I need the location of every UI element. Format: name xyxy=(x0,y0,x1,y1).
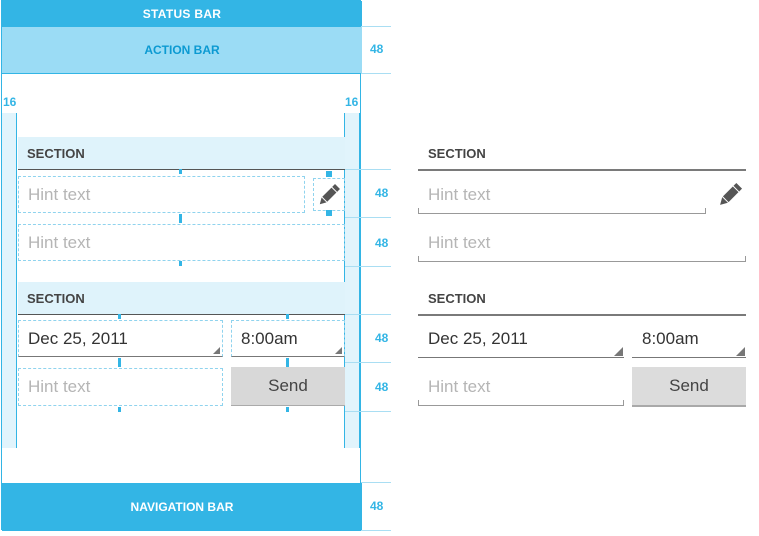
action-bar: ACTION BAR xyxy=(2,27,362,74)
guide-marker xyxy=(179,261,182,266)
date-value: Dec 25, 2011 xyxy=(28,328,128,348)
dimension-label: 48 xyxy=(375,380,389,394)
guide-line xyxy=(345,314,391,315)
status-bar: STATUS BAR xyxy=(2,1,362,27)
guide-line xyxy=(361,530,391,531)
keyline-right xyxy=(344,113,360,448)
hint-text: Hint text xyxy=(428,376,491,396)
spinner-indicator xyxy=(614,347,623,356)
guide-marker xyxy=(286,314,289,319)
time-spinner[interactable]: 8:00am xyxy=(632,320,746,358)
guide-line xyxy=(345,362,391,363)
guide-marker xyxy=(286,358,289,363)
hint-text-field[interactable]: Hint text xyxy=(18,224,345,261)
guide-marker xyxy=(326,171,332,177)
dimension-label: 48 xyxy=(375,331,389,345)
edit-button[interactable] xyxy=(714,178,746,211)
dimension-label: 48 xyxy=(375,186,389,200)
edit-button[interactable] xyxy=(313,178,345,211)
guide-line xyxy=(345,169,391,170)
device-frame: STATUS BAR ACTION BAR NAVIGATION BAR xyxy=(1,0,362,531)
guide-marker xyxy=(179,218,182,223)
hint-text: Hint text xyxy=(28,377,91,396)
time-spinner[interactable]: 8:00am xyxy=(231,320,345,357)
guide-line xyxy=(361,482,391,483)
guide-marker xyxy=(179,169,182,174)
section-header: SECTION xyxy=(18,137,345,170)
section-header: SECTION xyxy=(18,282,345,315)
guide-marker xyxy=(286,362,289,367)
time-value: 8:00am xyxy=(241,328,298,348)
date-spinner[interactable]: Dec 25, 2011 xyxy=(18,320,223,357)
hint-text: Hint text xyxy=(428,184,491,204)
guide-line xyxy=(345,411,391,412)
pencil-icon xyxy=(319,184,340,205)
guide-marker xyxy=(118,362,121,367)
hint-text-field[interactable]: Hint text xyxy=(18,368,223,406)
hint-text-field[interactable]: Hint text xyxy=(18,176,305,213)
guide-marker xyxy=(179,214,182,219)
date-value: Dec 25, 2011 xyxy=(428,328,528,348)
guide-marker xyxy=(286,407,289,412)
hint-text: Hint text xyxy=(428,232,491,252)
hint-text-field[interactable]: Hint text xyxy=(418,368,624,406)
guide-marker xyxy=(326,210,332,216)
date-spinner[interactable]: Dec 25, 2011 xyxy=(418,320,624,358)
layout-blueprint: STATUS BAR ACTION BAR NAVIGATION BAR 16 … xyxy=(1,0,391,531)
guide-line xyxy=(345,217,391,218)
hint-text-field[interactable]: Hint text xyxy=(418,176,706,214)
section-header: SECTION xyxy=(418,283,746,316)
send-button[interactable]: Send xyxy=(632,367,746,407)
send-button[interactable]: Send xyxy=(231,367,345,406)
time-value: 8:00am xyxy=(642,328,699,348)
hint-text: Hint text xyxy=(28,184,91,204)
keyline-left-label: 16 xyxy=(3,95,17,109)
guide-marker xyxy=(118,358,121,363)
keyline-left xyxy=(1,113,17,448)
guide-line xyxy=(361,73,391,74)
spinner-indicator xyxy=(213,347,220,354)
guide-line xyxy=(345,266,391,267)
hint-text: Hint text xyxy=(28,232,91,252)
navigation-bar: NAVIGATION BAR xyxy=(2,483,362,531)
hint-text-field[interactable]: Hint text xyxy=(418,224,746,262)
guide-line xyxy=(361,26,391,27)
keyline-right-label: 16 xyxy=(345,95,359,109)
dimension-label: 48 xyxy=(370,42,384,56)
section-header: SECTION xyxy=(418,138,746,171)
pencil-icon xyxy=(720,182,743,205)
dimension-label: 48 xyxy=(375,236,389,250)
guide-marker xyxy=(118,407,121,412)
guide-marker xyxy=(118,314,121,319)
dimension-label: 48 xyxy=(370,499,384,513)
spinner-indicator xyxy=(736,347,745,356)
spinner-indicator xyxy=(335,347,342,354)
